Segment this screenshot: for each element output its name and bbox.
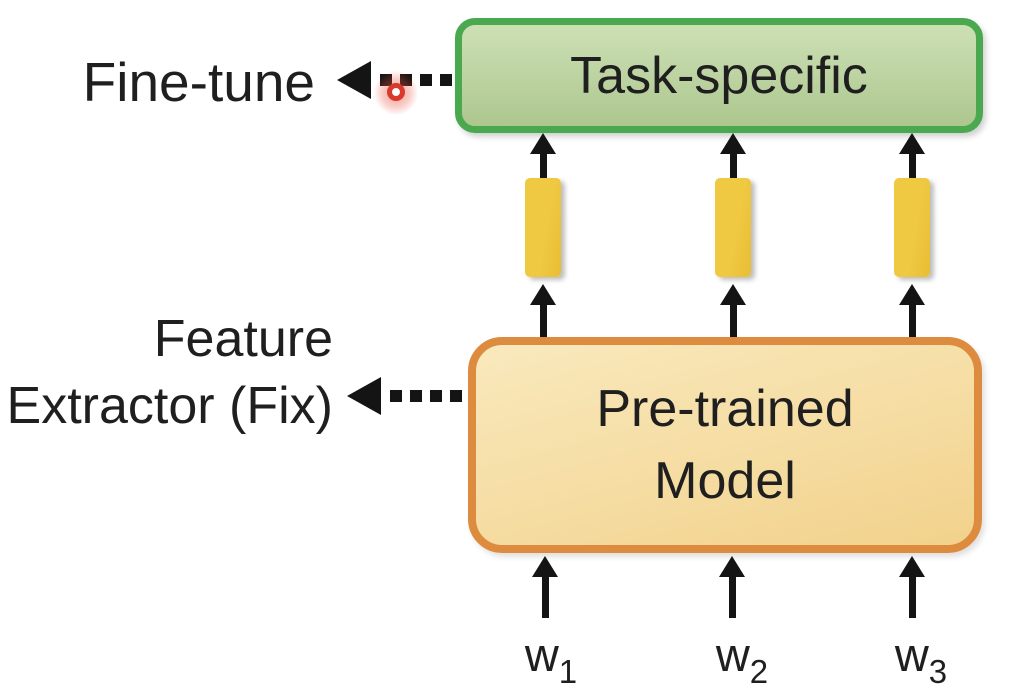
- pretrained-model-box: Pre-trained Model: [468, 337, 982, 553]
- arrow-up-head-icon: [899, 133, 925, 154]
- arrow-bar3-to-task: [898, 133, 926, 178]
- input-w3-base: w: [894, 628, 929, 681]
- dotted-line-segment: [420, 74, 432, 86]
- fine-tune-label: Fine-tune: [82, 51, 315, 113]
- dotted-line-segment: [450, 390, 462, 402]
- dotted-line-segment: [440, 74, 452, 86]
- arrow-up-head-icon: [719, 556, 745, 577]
- input-w2-base: w: [715, 628, 750, 681]
- arrow-up-head-icon: [720, 284, 746, 305]
- arrow-shaft: [908, 154, 916, 178]
- task-specific-box: Task-specific: [455, 18, 983, 133]
- arrow-bar2-to-task: [719, 133, 747, 178]
- arrow-w2-to-model: [718, 556, 746, 618]
- arrow-up-head-icon: [532, 556, 558, 577]
- arrow-shaft: [729, 305, 737, 337]
- arrow-up-head-icon: [530, 133, 556, 154]
- pretrained-model-label-line2: Model: [654, 452, 796, 510]
- arrow-up-head-icon: [899, 556, 925, 577]
- arrow-shaft: [539, 154, 547, 178]
- input-label-w2: w2: [682, 627, 802, 688]
- dotted-line-segment: [410, 390, 422, 402]
- feature-extractor-label: Feature Extractor (Fix): [0, 306, 333, 440]
- arrow-up-head-icon: [720, 133, 746, 154]
- dotted-line-segment: [430, 390, 442, 402]
- feature-extractor-label-line2: Extractor (Fix): [6, 377, 333, 435]
- arrow-shaft: [729, 154, 737, 178]
- input-w2-subscript: 2: [749, 653, 769, 690]
- arrow-left-head-icon: [347, 377, 381, 415]
- arrow-up-head-icon: [530, 284, 556, 305]
- arrow-left-head-icon: [337, 61, 371, 99]
- arrow-model-to-bar3: [898, 284, 926, 337]
- task-specific-box-label: Task-specific: [570, 46, 868, 105]
- arrow-bar1-to-task: [529, 133, 557, 178]
- arrow-w3-to-model: [898, 556, 926, 618]
- feature-extractor-dotted-arrow: [347, 377, 462, 415]
- feature-vector-bar-1: [525, 178, 561, 277]
- feature-vector-bar-2: [715, 178, 751, 277]
- input-label-w3: w3: [861, 627, 981, 688]
- dotted-line-segment: [390, 390, 402, 402]
- arrow-shaft: [908, 577, 916, 618]
- arrow-model-to-bar2: [719, 284, 747, 337]
- arrow-up-head-icon: [899, 284, 925, 305]
- input-w1-base: w: [524, 628, 559, 681]
- input-w3-subscript: 3: [928, 653, 948, 690]
- pretrained-model-label-line1: Pre-trained: [596, 380, 854, 438]
- arrow-shaft: [541, 577, 549, 618]
- arrow-model-to-bar1: [529, 284, 557, 337]
- feature-vector-bar-3: [894, 178, 930, 277]
- input-label-w1: w1: [491, 627, 611, 688]
- input-w1-subscript: 1: [558, 653, 578, 690]
- cursor-ring-icon: [387, 83, 405, 101]
- feature-extractor-label-line1: Feature: [153, 310, 333, 368]
- arrow-shaft: [908, 305, 916, 337]
- arrow-shaft: [539, 305, 547, 337]
- cursor-click-indicator: [374, 71, 418, 115]
- arrow-shaft: [728, 577, 736, 618]
- arrow-w1-to-model: [531, 556, 559, 618]
